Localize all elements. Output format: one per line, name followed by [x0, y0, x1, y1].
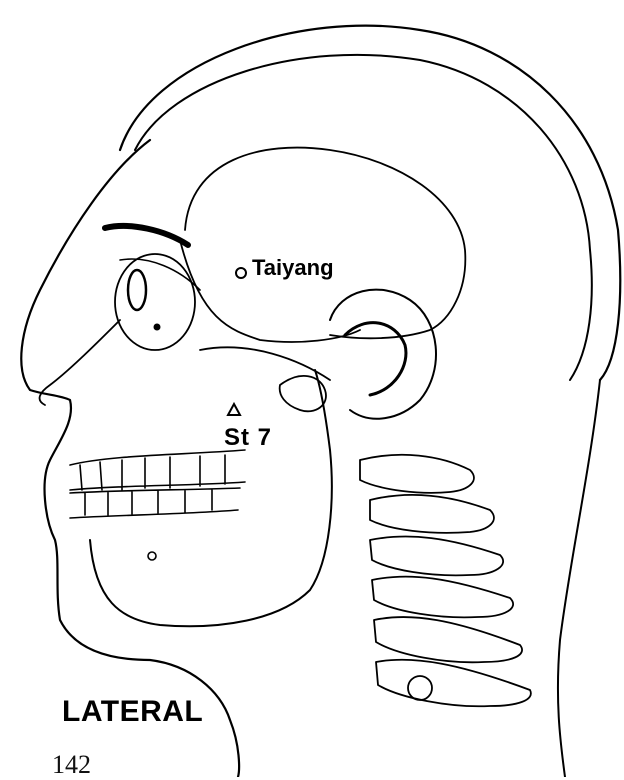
lower-teeth [70, 488, 240, 518]
eyebrow [105, 226, 188, 245]
st7-marker [228, 404, 240, 415]
mental-foramen [148, 552, 156, 560]
ear-outline [330, 290, 436, 419]
taiyang-marker [236, 268, 246, 278]
skull-outline [135, 55, 592, 380]
temporal-fossa [185, 148, 465, 339]
page-number: 142 [52, 750, 91, 780]
eye-pupil [128, 270, 146, 310]
nose-outline [40, 320, 120, 405]
neck-back-outline [558, 380, 600, 777]
st7-label: St 7 [224, 424, 272, 452]
eye-dot [154, 324, 160, 330]
cheekbone [200, 347, 330, 380]
cervical-spine [360, 455, 531, 706]
upper-teeth [70, 450, 245, 490]
taiyang-label: Taiyang [252, 255, 334, 281]
mandible-condyle [280, 376, 326, 411]
view-label: LATERAL [62, 695, 203, 729]
eye-outline [115, 254, 195, 350]
head-outline [21, 26, 620, 777]
